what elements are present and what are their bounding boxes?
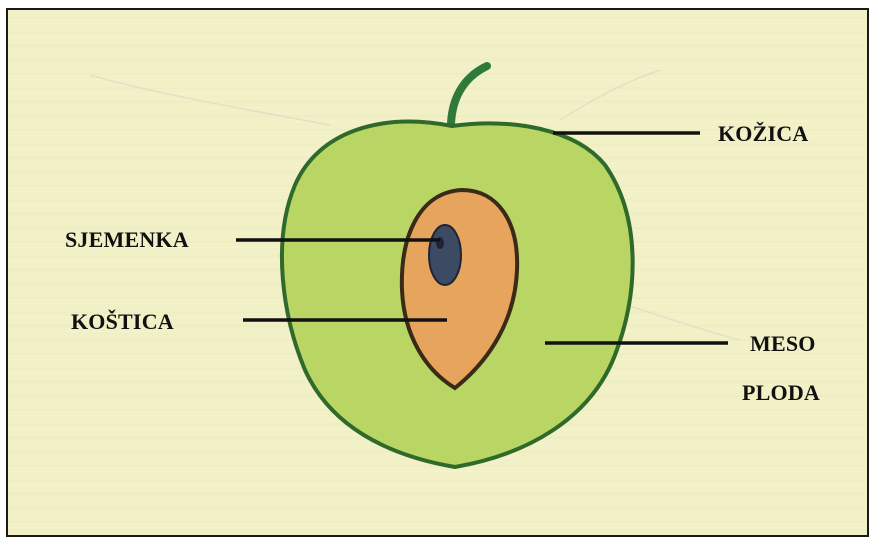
label-sjemenka: SJEMENKA — [65, 227, 189, 253]
label-kostica: KOŠTICA — [71, 309, 174, 335]
label-kozica: KOŽICA — [718, 121, 808, 147]
label-ploda: PLODA — [742, 380, 820, 406]
label-meso: MESO — [750, 331, 816, 357]
seed — [429, 225, 461, 285]
